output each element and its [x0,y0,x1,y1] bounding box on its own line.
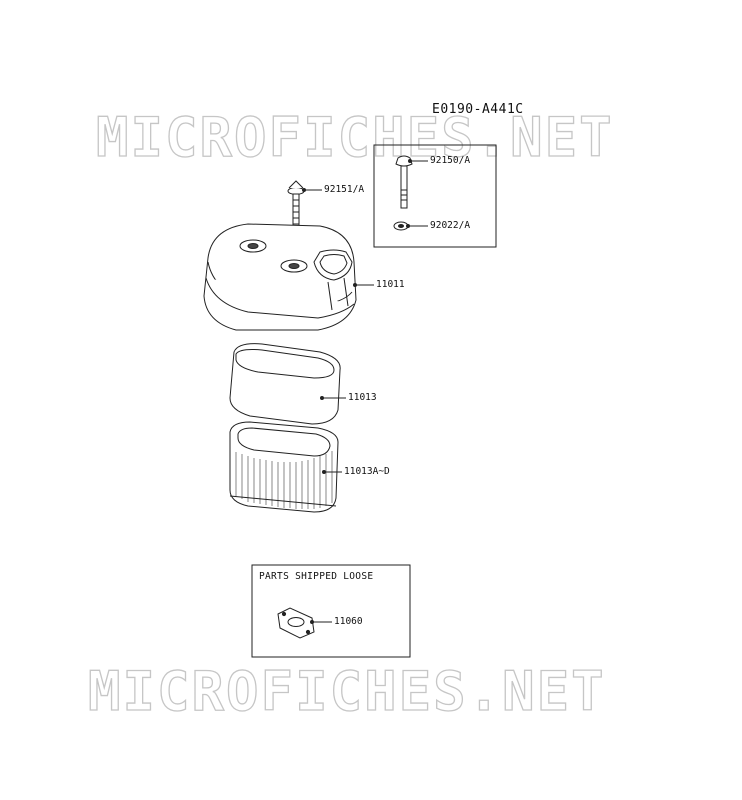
callout-92150-a: 92150/A [430,155,471,166]
loose-parts-box [251,564,411,658]
callout-11013a-d: 11013A~D [344,466,390,477]
callout-11011: 11011 [376,279,405,290]
loose-parts-title: PARTS SHIPPED LOOSE [259,571,374,582]
wing-bolt-icon [395,155,413,209]
callout-92022-a: 92022/A [430,220,471,231]
watermark-bottom: MICROFICHES.NET [87,659,606,723]
air-cleaner-cover-icon [203,223,357,331]
inset-box [373,144,497,248]
pre-cleaner-icon [229,343,341,425]
watermark-top: MICROFICHES.NET [95,105,614,169]
callout-11013: 11013 [348,392,377,403]
callout-92151-a: 92151/A [324,184,365,195]
gasket-icon [277,607,315,639]
callout-11060: 11060 [334,616,363,627]
washer-icon [393,221,409,231]
bolt-icon [287,180,305,231]
diagram-code: E0190-A441C [432,102,524,117]
air-filter-element-icon [229,421,339,513]
